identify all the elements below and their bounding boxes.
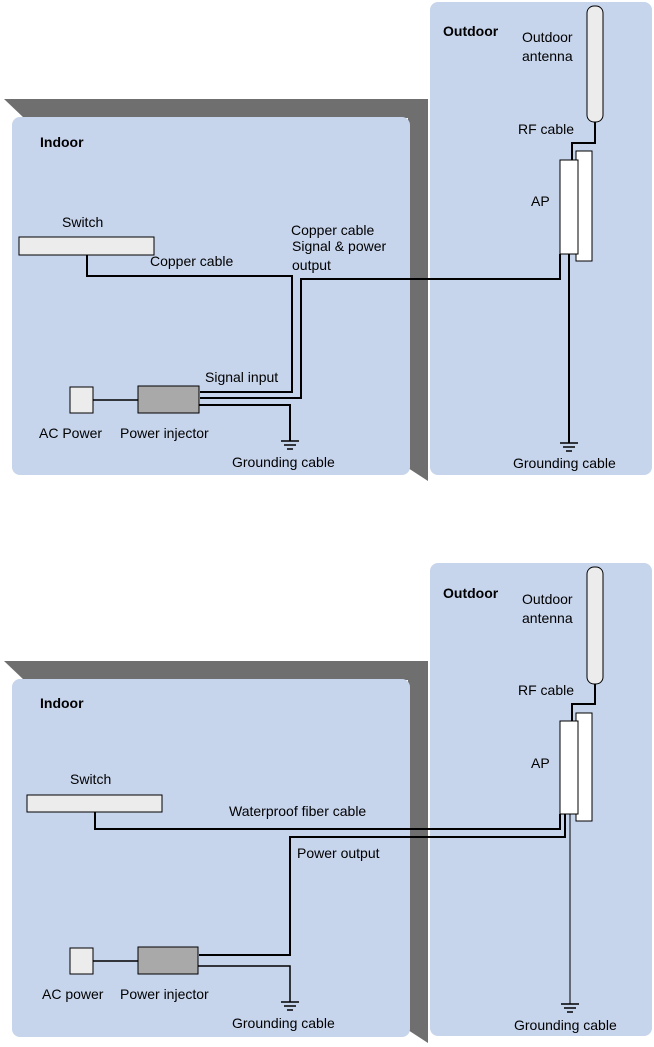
- switch-cable-label: Copper cable: [150, 253, 233, 269]
- power-injector: [137, 946, 199, 975]
- outdoor-region: [430, 2, 652, 475]
- antenna-label-line1: Outdoor: [522, 29, 573, 45]
- rf-cable-label: RF cable: [518, 121, 574, 137]
- outdoor-antenna: [586, 5, 604, 123]
- output-cable-label-line1: Copper cable: [291, 222, 374, 238]
- indoor-label: Indoor: [40, 134, 84, 150]
- rf-cable: [571, 122, 596, 160]
- rf-cable: [571, 684, 596, 721]
- power-output-label: Power output: [297, 845, 380, 861]
- outdoor-ground-symbol: [560, 442, 578, 452]
- power-injector-label: Power injector: [120, 425, 209, 441]
- rf-cable-label: RF cable: [518, 682, 574, 698]
- indoor-grounding-cable: [198, 965, 291, 1002]
- ac-power-outlet: [69, 947, 94, 975]
- outdoor-label: Outdoor: [443, 585, 499, 601]
- indoor-ground-symbol: [281, 440, 299, 450]
- ac-power-label: AC Power: [39, 425, 102, 441]
- antenna-label-line2: antenna: [522, 610, 573, 626]
- signal-input-label: Signal input: [205, 369, 278, 385]
- power-injector-label: Power injector: [120, 986, 209, 1002]
- outdoor-label: Outdoor: [443, 23, 499, 39]
- switch-label: Switch: [70, 771, 111, 787]
- ap-device: [559, 159, 579, 255]
- outdoor-ground-symbol: [561, 1003, 579, 1013]
- output-cable-label-line3: output: [292, 257, 331, 273]
- diagram-copper: Indoor Outdoor Outdoor antenna RF cable …: [4, 2, 652, 481]
- power-injector: [137, 385, 200, 414]
- antenna-label-line1: Outdoor: [522, 591, 573, 607]
- indoor-grounding-cable: [199, 404, 291, 441]
- switch-copper-cable: [86, 255, 293, 393]
- output-copper-cable: [200, 254, 561, 399]
- power-output-cable: [199, 814, 566, 956]
- fiber-cable-label: Waterproof fiber cable: [229, 803, 366, 819]
- indoor-grounding-label: Grounding cable: [232, 1015, 335, 1031]
- antenna-label-line2: antenna: [522, 48, 573, 64]
- indoor-region: [12, 117, 410, 475]
- switch: [18, 236, 155, 256]
- switch-label: Switch: [62, 214, 103, 230]
- ac-power-outlet: [69, 386, 94, 414]
- ap-device: [559, 720, 579, 815]
- output-cable-label-line2: Signal & power: [292, 238, 387, 254]
- outdoor-antenna: [586, 566, 604, 685]
- ac-power-label: AC power: [42, 986, 104, 1002]
- indoor-region: [12, 679, 410, 1037]
- indoor-ground-symbol: [281, 1001, 299, 1011]
- outdoor-grounding-label: Grounding cable: [513, 455, 616, 471]
- switch: [26, 794, 163, 813]
- outdoor-grounding-label: Grounding cable: [514, 1017, 617, 1033]
- indoor-label: Indoor: [40, 695, 84, 711]
- outdoor-region: [430, 563, 652, 1036]
- ap-label: AP: [531, 755, 550, 771]
- indoor-grounding-label: Grounding cable: [232, 454, 335, 470]
- waterproof-fiber-cable: [94, 812, 561, 830]
- ap-label: AP: [531, 193, 550, 209]
- diagram-fiber: Indoor Outdoor Outdoor antenna RF cable …: [4, 563, 652, 1043]
